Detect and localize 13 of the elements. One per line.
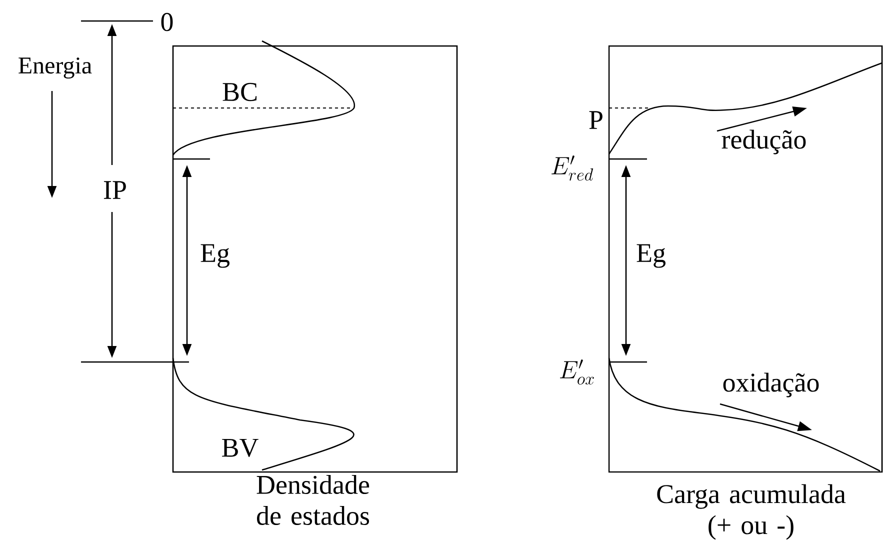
level-label: 0 [161, 12, 173, 32]
dimension-label: Eg [200, 244, 230, 268]
axis-title: Densidade de estados [256, 475, 370, 525]
process-label: oxidação [723, 372, 819, 398]
band-label: BC [222, 82, 257, 102]
dimension-label: Eg [636, 244, 666, 268]
process-label: redução [722, 130, 806, 154]
axis-title: Carga acumulada (+ ou -) [657, 484, 846, 540]
level-label: $E'_{ox}$ [560, 360, 594, 385]
level-label: $E'_{red}$ [552, 156, 594, 181]
axis-label: Energia [18, 57, 92, 79]
dimension-label: IP [104, 181, 126, 199]
band-label: BV [222, 438, 258, 458]
